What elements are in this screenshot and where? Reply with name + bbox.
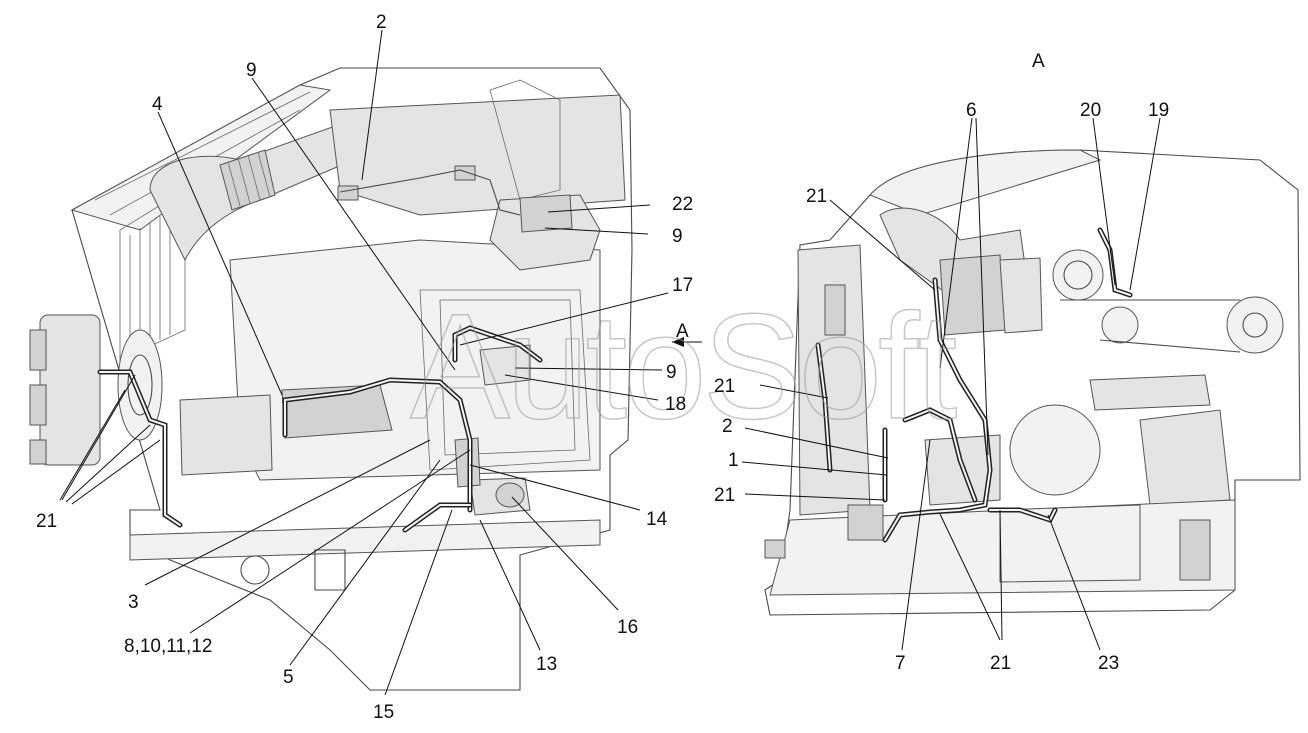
section-arrow-a [672, 337, 702, 347]
callout-23: 23 [1098, 653, 1119, 674]
right-wiring-harness [815, 227, 1133, 543]
callout-4: 4 [152, 94, 163, 115]
watermark-text: AutoSoft [410, 282, 957, 450]
left-leader-lines [59, 29, 669, 696]
right-callout-labels: 6 20 19 21 21 2 1 21 7 21 23 [714, 100, 1169, 674]
callout-9-mid: 9 [666, 362, 677, 383]
callout-6: 6 [966, 100, 977, 121]
callout-8-10-11-12: 8,10,11,12 [124, 636, 212, 657]
left-engine-view [29, 29, 669, 696]
callout-22: 22 [672, 194, 693, 215]
callout-7: 7 [895, 653, 906, 674]
callout-20: 20 [1080, 100, 1101, 121]
callout-16: 16 [617, 617, 638, 638]
callout-21-bottom-right: 21 [990, 653, 1011, 674]
callout-15: 15 [373, 702, 394, 723]
view-label-a: A [1032, 51, 1045, 72]
callout-21-left: 21 [36, 511, 57, 532]
section-arrow-label: A [676, 321, 689, 342]
callout-2-right: 2 [722, 416, 733, 437]
callout-9-top: 9 [246, 60, 257, 81]
callout-9-right: 9 [672, 226, 683, 247]
right-leader-lines [741, 117, 1161, 651]
right-view-a [741, 117, 1301, 651]
callout-17: 17 [672, 275, 693, 296]
callout-1: 1 [728, 450, 739, 471]
callout-21-mid-right: 21 [714, 376, 735, 397]
left-wiring-harness [97, 169, 543, 533]
left-fan-pulley [29, 314, 163, 466]
callout-18: 18 [665, 394, 686, 415]
callout-5: 5 [283, 667, 294, 688]
callout-21-low-right: 21 [714, 485, 735, 506]
callout-21-top-right: 21 [806, 186, 827, 207]
callout-19: 19 [1148, 100, 1169, 121]
callout-13: 13 [536, 654, 557, 675]
callout-14: 14 [646, 509, 668, 530]
left-callout-labels: 2 9 4 22 9 17 9 18 14 16 13 15 5 8,10,11… [36, 12, 693, 723]
callout-2-top: 2 [376, 12, 387, 33]
callout-3: 3 [128, 592, 139, 613]
